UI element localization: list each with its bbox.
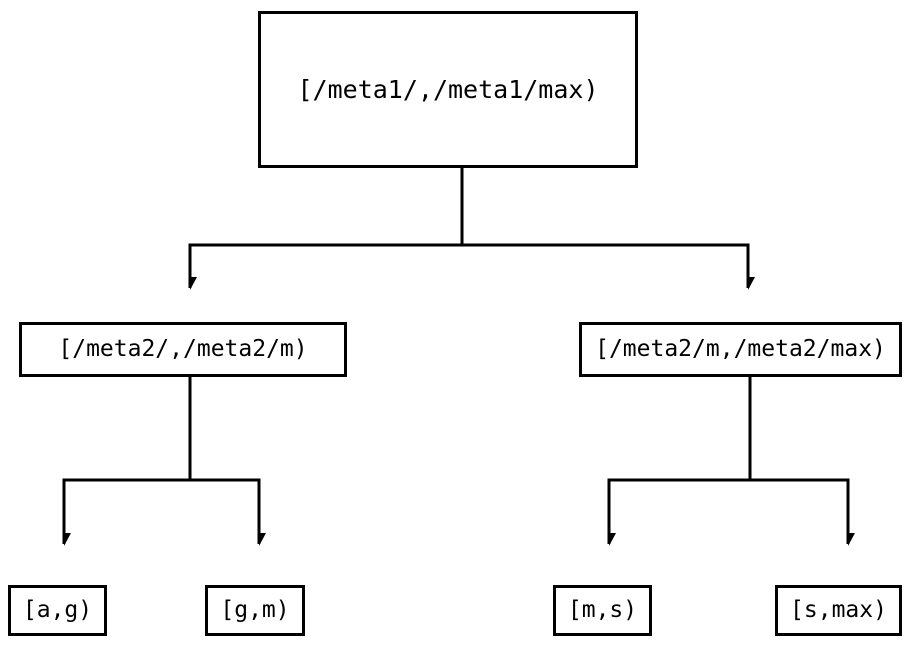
tree-node-leaf-gm-label: [g,m) (220, 596, 290, 623)
tree-node-root-label: [/meta1/,/meta1/max) (297, 74, 599, 104)
tree-node-leaf-ag-label: [a,g) (22, 596, 93, 623)
tree-node-root: [/meta1/,/meta1/max) (258, 11, 638, 168)
edge-root-to-mid-left (188, 168, 464, 288)
tree-node-mid-left-label: [/meta2/,/meta2/m) (58, 335, 308, 362)
tree-node-leaf-smax-label: [s,max) (790, 596, 887, 623)
tree-node-leaf-smax: [s,max) (775, 585, 902, 636)
edge-mid-right-to-leaf-smax (748, 377, 848, 544)
edge-root-to-mid-right (460, 168, 748, 288)
tree-node-leaf-ag: [a,g) (8, 585, 107, 636)
edge-mid-left-to-leaf-ag (62, 377, 192, 544)
tree-node-leaf-ms: [m,s) (553, 585, 652, 636)
tree-node-mid-right-label: [/meta2/m,/meta2/max) (595, 335, 886, 362)
edge-mid-left-to-leaf-gm (188, 377, 259, 544)
tree-node-mid-left: [/meta2/,/meta2/m) (19, 322, 347, 377)
tree-node-leaf-gm: [g,m) (205, 585, 305, 636)
tree-node-leaf-ms-label: [m,s) (567, 596, 638, 623)
edge-mid-right-to-leaf-ms (607, 377, 752, 544)
tree-node-mid-right: [/meta2/m,/meta2/max) (579, 322, 902, 377)
